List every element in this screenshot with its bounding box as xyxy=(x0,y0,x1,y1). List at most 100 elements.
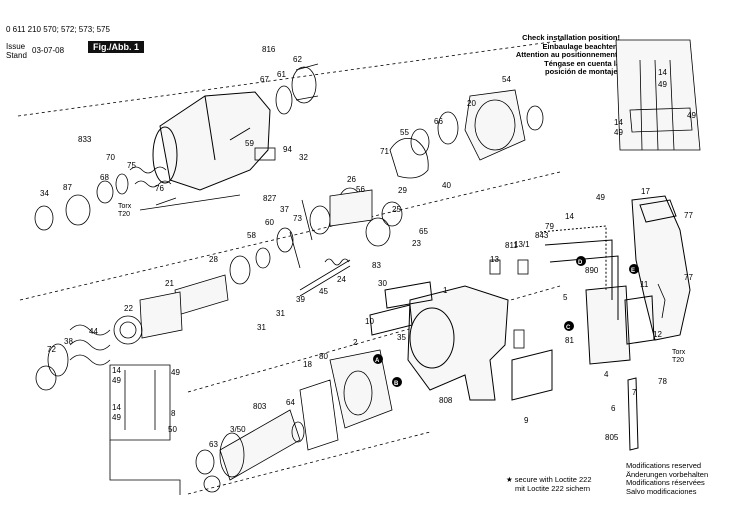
note-line: Modifications reserved xyxy=(626,461,702,470)
part-number-label: 39 xyxy=(296,295,305,304)
note-line: ★ secure with Loctite 222 xyxy=(506,475,592,484)
part-number-label: 77 xyxy=(684,211,693,220)
torx-label: T20 xyxy=(672,357,684,364)
part-number-label: 21 xyxy=(165,279,174,288)
intermediate-flange xyxy=(389,89,544,179)
part-number-label: 13/1 xyxy=(514,240,530,249)
part-number-label: 54 xyxy=(502,75,511,84)
motor-housing xyxy=(369,281,553,401)
stand-label: Stand xyxy=(6,51,27,60)
part-number-label: 70 xyxy=(106,153,115,162)
striker-piston-assembly xyxy=(35,187,403,391)
part-number-label: 8 xyxy=(171,409,176,418)
part-number-label: 55 xyxy=(400,128,409,137)
part-number-label: 20 xyxy=(467,99,476,108)
part-number-label: 61 xyxy=(277,70,286,79)
part-number-label: 12 xyxy=(653,330,662,339)
part-number-label: 58 xyxy=(247,231,256,240)
part-number-label: 60 xyxy=(265,218,274,227)
part-number-label: 65 xyxy=(419,227,428,236)
connector-marker: B xyxy=(394,381,399,387)
note-line: Salvo modificaciones xyxy=(626,487,697,497)
part-number-label: 75 xyxy=(127,161,136,170)
part-number-label: 67 xyxy=(260,75,269,84)
part-number-label: 56 xyxy=(356,185,365,194)
part-number-label: 31 xyxy=(276,309,285,318)
part-number-label: 49 xyxy=(658,80,667,89)
part-number-label: 10 xyxy=(365,317,374,326)
part-number-label: 40 xyxy=(442,181,451,190)
part-number-label: 35 xyxy=(397,333,406,342)
part-number-label: 816 xyxy=(262,45,276,54)
part-number-label: 14 xyxy=(112,366,121,375)
part-number-label: 11 xyxy=(640,280,649,289)
part-number-label: 59 xyxy=(245,139,254,148)
part-number-label: 81 xyxy=(565,336,574,345)
note-line: mit Loctite 222 sichern xyxy=(515,483,591,493)
part-number-label: 805 xyxy=(605,433,619,442)
part-number-label: 26 xyxy=(347,175,356,184)
wiring-schematic xyxy=(109,364,181,495)
part-number-label: 64 xyxy=(286,398,295,407)
part-number-label: 71 xyxy=(380,147,389,156)
part-number-label: 843 xyxy=(535,231,549,240)
part-number-label: 1 xyxy=(443,286,448,295)
part-number-label: 9 xyxy=(524,416,529,425)
part-number-label: 34 xyxy=(40,189,49,198)
part-number-label: 76 xyxy=(155,184,164,193)
part-number-label: 6 xyxy=(611,404,616,413)
part-number-label: 28 xyxy=(209,255,218,264)
part-number-label: 87 xyxy=(63,183,72,192)
connector-marker-dot xyxy=(576,256,586,266)
install-position-note: Check installation position! Einbaulage … xyxy=(516,33,620,77)
part-number-label: 833 xyxy=(78,135,92,144)
part-number-label: 29 xyxy=(398,186,407,195)
connector-marker-dot xyxy=(629,264,639,274)
part-number-label: 83 xyxy=(372,261,381,270)
part-number-label: 25 xyxy=(392,205,401,214)
part-number-label: 49 xyxy=(596,193,605,202)
part-number-label: 49 xyxy=(112,413,121,422)
part-number-label: 808 xyxy=(439,396,453,405)
part-number-label: 32 xyxy=(299,153,308,162)
part-number-label: 18 xyxy=(303,360,312,369)
modifications-note: Modifications reserved Änderungen vorbeh… xyxy=(626,461,708,497)
loctite-note: ★ secure with Loctite 222 mit Loctite 22… xyxy=(506,475,592,493)
part-number-label: 66 xyxy=(434,117,443,126)
part-number-label: 49 xyxy=(171,368,180,377)
part-number-label: 49 xyxy=(687,111,696,120)
part-number-labels: 8166761628337075599432348768767154206655… xyxy=(40,45,696,449)
note-line: Téngase en cuenta la xyxy=(544,58,620,68)
part-number-label: 827 xyxy=(263,194,277,203)
part-number-label: 45 xyxy=(319,287,328,296)
part-number-label: 4 xyxy=(604,370,609,379)
part-number-label: 2 xyxy=(353,338,358,347)
torx-label: Torx xyxy=(672,349,686,356)
connector-marker: E xyxy=(631,268,635,274)
part-number-label: 811 xyxy=(505,241,518,250)
connector-marker: C xyxy=(566,325,571,331)
part-number-label: 13 xyxy=(490,255,499,264)
issue-date: 03-07-08 xyxy=(32,46,65,55)
part-number-label: 22 xyxy=(124,304,133,313)
part-number-label: 62 xyxy=(293,55,302,64)
figure-label: Fig./Abb. 1 xyxy=(88,41,144,53)
part-number-label: 30 xyxy=(378,279,387,288)
part-number-label: 803 xyxy=(253,402,267,411)
part-number-label: 50 xyxy=(168,425,177,434)
connector-marker-dot xyxy=(373,354,383,364)
part-number-label: 14 xyxy=(112,403,121,412)
part-number-label: 3/50 xyxy=(230,425,246,434)
part-number-label: 79 xyxy=(545,222,554,231)
part-number-label: 38 xyxy=(64,337,73,346)
part-number-label: 94 xyxy=(283,145,292,154)
part-number-label: 72 xyxy=(47,345,56,354)
model-numbers: 0 611 210 570; 572; 573; 575 xyxy=(6,25,110,34)
note-line: Check installation position! xyxy=(522,33,620,42)
gear-housing xyxy=(152,91,271,191)
part-number-label: 31 xyxy=(257,323,266,332)
connector-marker: D xyxy=(578,260,583,266)
note-line: posición de montaje! xyxy=(544,67,620,77)
